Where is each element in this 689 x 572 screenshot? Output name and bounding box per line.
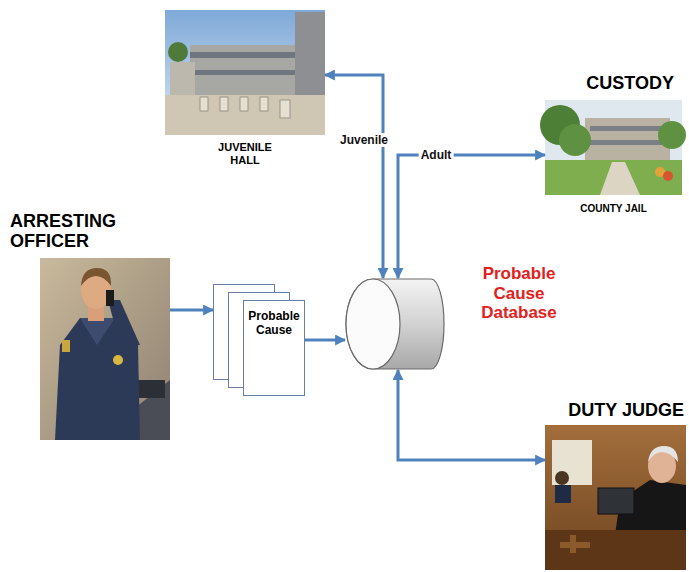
bollard xyxy=(240,97,248,111)
juvenile-hall-photo xyxy=(165,10,325,135)
edge-label: Adult xyxy=(419,148,454,162)
gavel-handle xyxy=(570,535,576,553)
entrance xyxy=(170,62,195,95)
bollard xyxy=(200,97,208,111)
bollard xyxy=(260,97,268,111)
window-band xyxy=(590,126,665,131)
building-label: COUNTY JAIL xyxy=(545,203,682,215)
lawn xyxy=(545,160,682,195)
arm xyxy=(108,300,140,345)
flow-arrow xyxy=(170,309,213,312)
background xyxy=(545,425,686,570)
arresting-officer: ARRESTING OFFICER xyxy=(40,258,170,440)
bench xyxy=(545,530,686,570)
cylinder-face xyxy=(346,279,400,369)
flow-arrow xyxy=(305,339,345,342)
window xyxy=(552,440,592,485)
database-label: Probable Cause Database xyxy=(463,264,575,323)
tree xyxy=(168,42,188,62)
node-heading: DUTY JUDGE xyxy=(568,400,684,421)
document-stack: Probable Cause xyxy=(213,284,305,396)
judge-photo xyxy=(545,425,686,570)
plaza xyxy=(165,95,325,135)
hair xyxy=(81,268,111,286)
flow-arrow xyxy=(398,155,545,278)
node-heading: CUSTODY xyxy=(586,73,674,94)
background xyxy=(40,258,170,440)
badge xyxy=(113,355,123,365)
building-label: JUVENILE HALL xyxy=(205,141,285,166)
building xyxy=(585,118,670,163)
radio xyxy=(106,290,114,306)
flow-arrow xyxy=(325,75,383,278)
window-band xyxy=(590,140,665,145)
document-page xyxy=(244,301,305,396)
juvenile-hall: JUVENILE HALL xyxy=(165,10,325,135)
window-band xyxy=(190,52,305,58)
building xyxy=(190,45,305,95)
white-hair xyxy=(648,446,678,462)
monitor xyxy=(598,488,634,514)
officer-photo xyxy=(40,258,170,440)
node-heading: ARRESTING OFFICER xyxy=(10,211,160,252)
custody: CUSTODYCOUNTY JAIL xyxy=(545,100,682,195)
document-label: Probable Cause xyxy=(243,310,305,338)
bollard xyxy=(220,97,228,111)
sky xyxy=(165,10,325,135)
flow-arrow xyxy=(398,370,545,460)
cylinder-body xyxy=(346,279,444,369)
person-body xyxy=(555,485,571,503)
patch xyxy=(62,340,70,352)
tree xyxy=(559,124,591,156)
person-head xyxy=(555,471,569,485)
database-cylinder: Probable Cause Database xyxy=(345,278,445,370)
tree xyxy=(658,121,686,149)
collar xyxy=(80,318,115,345)
flowers xyxy=(663,171,673,181)
database-cylinder-outline xyxy=(345,278,445,370)
path xyxy=(600,162,640,195)
edge-label: Juvenile xyxy=(338,133,390,147)
document-stack-outline xyxy=(213,284,305,396)
tower xyxy=(295,12,325,95)
county-jail-photo xyxy=(540,100,686,195)
bollard xyxy=(280,100,290,118)
window-band xyxy=(190,70,305,75)
duty-judge: DUTY JUDGE xyxy=(545,425,686,570)
